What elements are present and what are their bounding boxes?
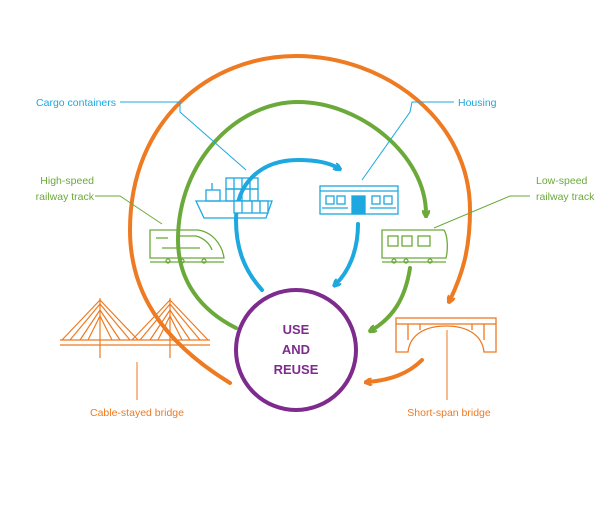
highspeed-label-1: High-speed — [40, 175, 94, 187]
housing-icon — [319, 185, 399, 215]
low-speed-train-icon — [381, 229, 448, 264]
cargo-ship-icon — [194, 177, 273, 219]
high-speed-train-icon — [149, 229, 225, 264]
lowspeed-leader — [433, 195, 530, 229]
cargo-label: Cargo containers — [36, 97, 116, 109]
orange-return-arrow — [368, 358, 424, 382]
center-line-1: USE — [283, 322, 310, 337]
orange-cycle-arrow — [127, 53, 473, 385]
blue-cycle-arrow — [233, 157, 338, 292]
cargo-leader-2 — [179, 102, 247, 171]
housing-label: Housing — [458, 97, 497, 109]
cable-stayed-bridge-icon — [60, 298, 210, 358]
use-and-reuse-circle — [234, 288, 358, 412]
housing-leader — [361, 101, 454, 181]
lowspeed-label-1: Low-speed — [536, 175, 588, 187]
lowspeed-label-2: railway track — [536, 191, 595, 203]
short-span-bridge-icon — [395, 317, 497, 353]
blue-return-arrow — [336, 222, 360, 284]
green-cycle-arrow — [175, 99, 426, 330]
shortspan-label: Short-span bridge — [407, 407, 491, 419]
center-line-3: REUSE — [274, 362, 319, 377]
cable-label: Cable-stayed bridge — [90, 407, 184, 419]
highspeed-leader — [95, 195, 163, 225]
green-return-arrow — [372, 266, 412, 330]
center-line-2: AND — [282, 342, 310, 357]
highspeed-label-2: railway track — [36, 191, 95, 203]
